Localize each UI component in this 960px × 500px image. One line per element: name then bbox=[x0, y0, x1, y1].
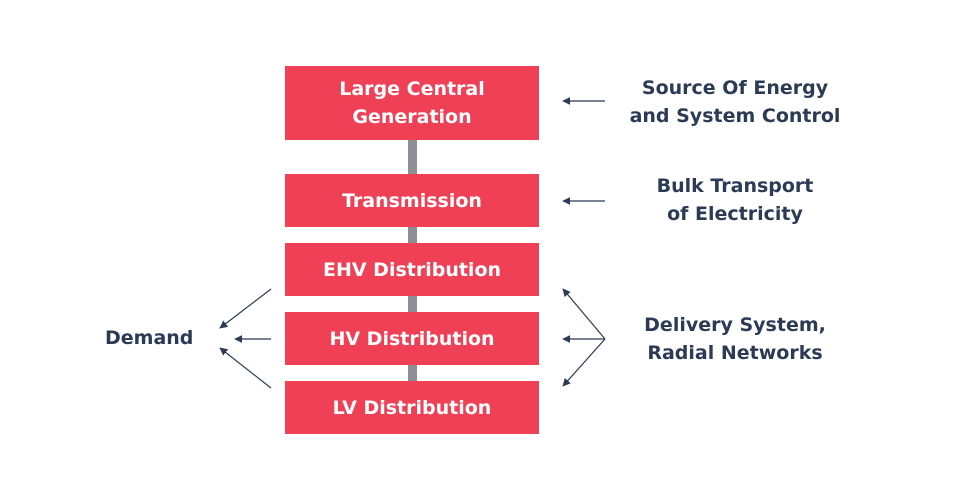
layer-label: LV Distribution bbox=[332, 396, 492, 419]
arrow-demand-ehv bbox=[219, 288, 272, 329]
annotation-transmission: Bulk Transport of Electricity bbox=[656, 175, 814, 225]
layer-large-central-generation: Large Central Generation bbox=[285, 66, 539, 140]
layer-ehv-distribution: EHV Distribution bbox=[285, 243, 539, 296]
layer-lv-distribution: LV Distribution bbox=[285, 381, 539, 434]
arrow-demand-lv bbox=[219, 347, 272, 389]
annotation-generation: Source Of Energy and System Control bbox=[629, 77, 841, 127]
layer-label: Large Central Generation bbox=[339, 78, 485, 128]
layer-transmission: Transmission bbox=[285, 174, 539, 227]
layer-label: Transmission bbox=[342, 189, 482, 212]
annotation-delivery: Delivery System, Radial Networks bbox=[644, 314, 826, 364]
layer-hv-distribution: HV Distribution bbox=[285, 312, 539, 365]
arrow-delivery-lv bbox=[562, 338, 606, 387]
annotation-demand: Demand bbox=[105, 327, 194, 349]
arrow-delivery-ehv bbox=[562, 288, 606, 340]
layer-label: HV Distribution bbox=[329, 327, 495, 350]
layer-label: EHV Distribution bbox=[322, 258, 502, 281]
